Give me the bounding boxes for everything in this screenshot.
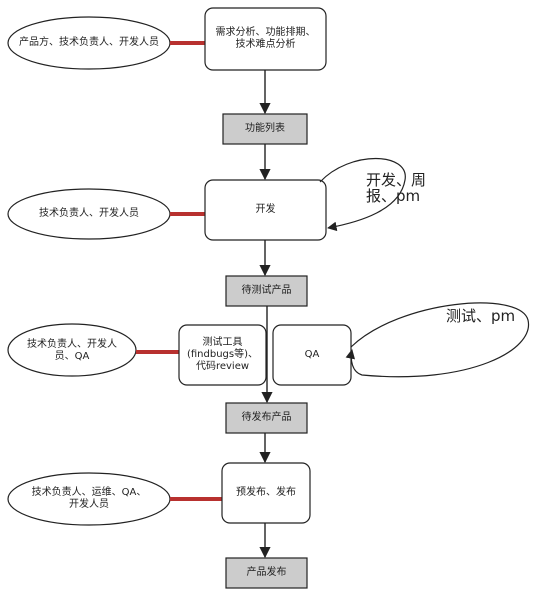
role-label-4: 技术负责人、运维、QA、开发人员	[31, 487, 147, 510]
to-release-label: 待发布产品	[241, 412, 292, 423]
box-test-tools	[178, 324, 267, 386]
release-label: 产品发布	[246, 567, 287, 578]
pre-release-label: 预发布、发布	[236, 487, 296, 498]
role-label-1: 产品方、技术负责人、开发人员	[19, 37, 159, 48]
qa-label: QA	[304, 349, 320, 360]
to-test-label: 待测试产品	[241, 285, 292, 296]
feature-list-label: 功能列表	[245, 123, 285, 134]
loop-qa	[345, 302, 530, 378]
dev-loop-label: 开发、周报、pm	[366, 171, 427, 205]
box-to-release	[225, 402, 308, 434]
box-release	[225, 557, 308, 589]
role-label-3: 技术负责人、开发人员、QA	[27, 339, 117, 362]
requirements-label: 需求分析、功能排期、技术难点分析	[215, 27, 316, 50]
role-label-2: 技术负责人、开发人员	[39, 208, 139, 219]
qa-loop-label: 测试、pm	[446, 307, 516, 325]
box-to-test	[225, 275, 308, 307]
develop-label: 开发	[255, 204, 276, 215]
loop-develop	[319, 157, 406, 232]
test-tools-label: 测试工具(findbugs等)、代码review	[186, 337, 259, 372]
